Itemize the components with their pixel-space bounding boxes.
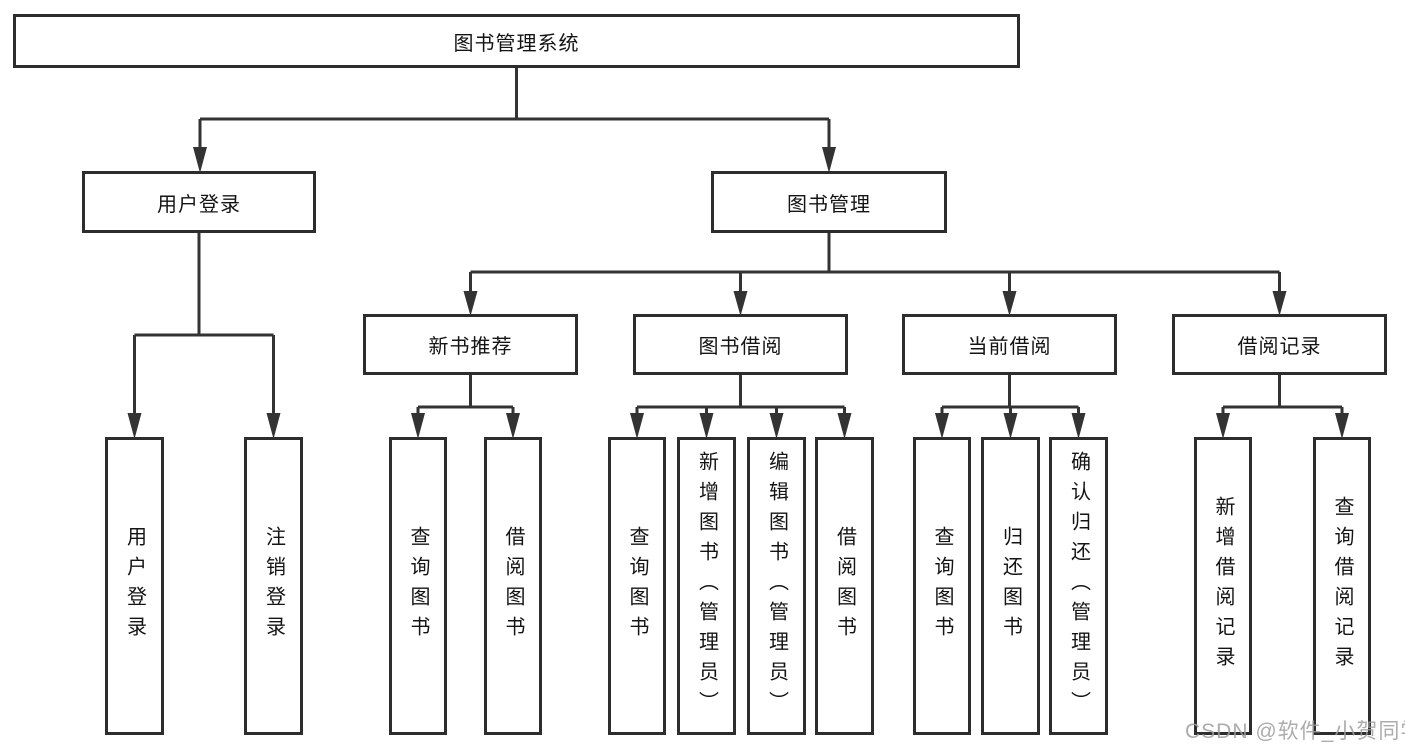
leaf-edit-books-admin-label: 编辑图书（管理员） xyxy=(765,451,788,721)
leaf-confirm-return-admin-label: 确认归还（管理员） xyxy=(1067,451,1090,721)
leaf-current-query-books-label: 查询图书 xyxy=(931,526,953,646)
leaf-edit-books-admin: 编辑图书（管理员） xyxy=(747,437,806,735)
leaf-logout-label: 注销登录 xyxy=(262,526,285,646)
leaf-borrow-query-books-label: 查询图书 xyxy=(626,526,648,646)
leaf-query-borrow-record: 查询借阅记录 xyxy=(1313,437,1371,735)
leaf-borrow-query-books: 查询图书 xyxy=(608,437,666,735)
leaf-borrow-books-label: 借阅图书 xyxy=(833,526,856,646)
leaf-recommend-borrow-books: 借阅图书 xyxy=(484,437,542,735)
leaf-add-borrow-record: 新增借阅记录 xyxy=(1194,437,1252,735)
node-user-login: 用户登录 xyxy=(82,171,316,233)
node-root: 图书管理系统 xyxy=(13,14,1020,68)
leaf-current-query-books: 查询图书 xyxy=(913,437,971,735)
leaf-add-books-admin: 新增图书（管理员） xyxy=(677,437,736,735)
leaf-recommend-query-books: 查询图书 xyxy=(389,437,447,735)
watermark-text: CSDN @软件_小贺同学 xyxy=(1185,720,1405,743)
node-book-management: 图书管理 xyxy=(711,171,947,233)
node-current-borrow: 当前借阅 xyxy=(902,314,1117,375)
leaf-recommend-query-books-label: 查询图书 xyxy=(407,526,429,646)
node-new-book-recommend: 新书推荐 xyxy=(363,314,578,375)
leaf-borrow-books: 借阅图书 xyxy=(815,437,874,735)
node-book-borrow-label: 图书借阅 xyxy=(698,336,783,358)
leaf-add-borrow-record-label: 新增借阅记录 xyxy=(1212,496,1234,676)
leaf-return-books-label: 归还图书 xyxy=(999,526,1022,646)
leaf-add-books-admin-label: 新增图书（管理员） xyxy=(695,451,718,721)
leaf-confirm-return-admin: 确认归还（管理员） xyxy=(1049,437,1108,735)
node-borrow-records: 借阅记录 xyxy=(1172,314,1387,375)
node-current-borrow-label: 当前借阅 xyxy=(967,336,1052,358)
node-borrow-records-label: 借阅记录 xyxy=(1237,336,1322,358)
leaf-logout: 注销登录 xyxy=(244,437,303,735)
node-book-borrow: 图书借阅 xyxy=(633,314,848,375)
node-user-login-label: 用户登录 xyxy=(157,193,241,216)
leaf-return-books: 归还图书 xyxy=(981,437,1040,735)
leaf-user-login-label: 用户登录 xyxy=(123,526,146,646)
leaf-recommend-borrow-books-label: 借阅图书 xyxy=(502,526,524,646)
node-new-book-recommend-label: 新书推荐 xyxy=(428,336,513,358)
node-book-management-label: 图书管理 xyxy=(787,193,871,216)
node-root-label: 图书管理系统 xyxy=(453,32,580,55)
leaf-query-borrow-record-label: 查询借阅记录 xyxy=(1331,496,1353,676)
leaf-user-login: 用户登录 xyxy=(105,437,164,735)
